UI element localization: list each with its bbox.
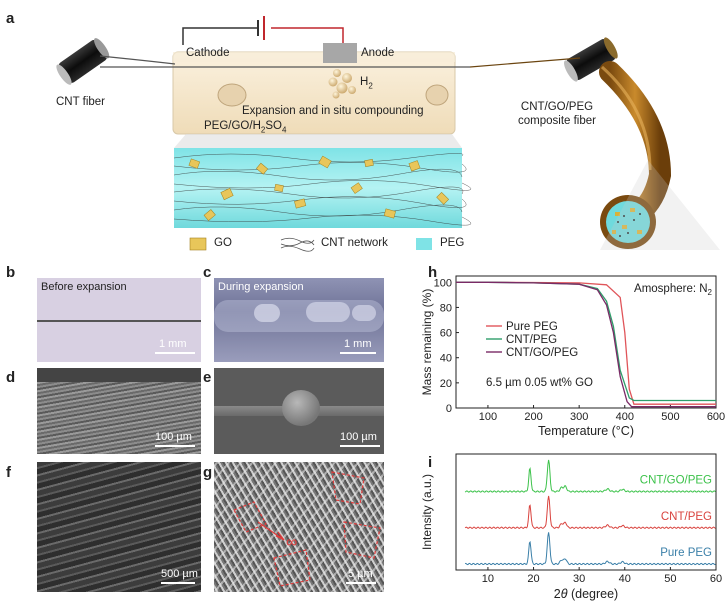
legend-cnt-label: CNT network bbox=[321, 237, 388, 249]
series-label: Pure PEG bbox=[660, 547, 712, 559]
panel-e-scale-label: 100 µm bbox=[340, 431, 377, 443]
series-line bbox=[464, 459, 716, 493]
panel-b-scalebar bbox=[155, 352, 195, 354]
panel-f-scale-label: 500 µm bbox=[161, 568, 198, 580]
plot-frame bbox=[455, 275, 717, 409]
x-tick-label: 600 bbox=[707, 411, 725, 423]
svg-text:∞: ∞ bbox=[286, 534, 297, 551]
panel-c-scalebar bbox=[340, 352, 376, 354]
xrd-chart: 10 20 30 40 50 60 2θ (degree) Intensity (a.u.) C… bbox=[420, 453, 722, 601]
series-label: CNT/GO/PEG bbox=[640, 475, 712, 487]
atmosphere-annotation: Amosphere: N2 bbox=[634, 283, 713, 297]
panel-d-letter: d bbox=[6, 369, 16, 386]
panel-i-letter: i bbox=[428, 454, 433, 471]
panel-f-scalebar bbox=[161, 582, 195, 584]
series-label: CNT/PEG bbox=[661, 511, 712, 523]
legend-label: Pure PEG bbox=[506, 321, 558, 333]
legend-go-label: GO bbox=[214, 237, 232, 249]
x-tick-label: 500 bbox=[661, 411, 679, 423]
panel-e-image: 100 µm bbox=[214, 368, 384, 454]
y-tick-label: 0 bbox=[446, 403, 452, 415]
panel-f-image: 500 µm bbox=[37, 462, 201, 592]
cnt-fiber-label: CNT fiber bbox=[56, 96, 105, 108]
x-tick-label: 60 bbox=[710, 573, 722, 585]
composite-label: CNT/GO/PEG composite fiber bbox=[518, 101, 596, 127]
x-tick-label: 20 bbox=[527, 573, 539, 585]
y-tick-label: 20 bbox=[440, 378, 452, 390]
x-tick-label: 200 bbox=[524, 411, 542, 423]
panel-b-image: Before expansion 1 mm bbox=[37, 278, 201, 362]
panel-d-scale-label: 100 µm bbox=[155, 431, 192, 443]
x-axis-label: 2θ (degree) bbox=[554, 587, 618, 601]
series-line bbox=[464, 495, 716, 529]
cathode-label: Cathode bbox=[186, 47, 230, 59]
y-axis-label: Mass remaining (%) bbox=[420, 289, 434, 396]
x-tick-label: 40 bbox=[619, 573, 631, 585]
sample-note: 6.5 µm 0.05 wt% GO bbox=[486, 377, 593, 389]
panel-e-letter: e bbox=[203, 369, 212, 386]
panel-c-letter: c bbox=[203, 264, 212, 281]
h2-label: H2 bbox=[360, 76, 373, 91]
panel-c-image: During expansion 1 mm bbox=[214, 278, 384, 362]
panel-a-letter: a bbox=[6, 10, 15, 27]
panel-b-scale-label: 1 mm bbox=[159, 338, 187, 350]
panel-f-letter: f bbox=[6, 464, 11, 481]
legend-label: CNT/GO/PEG bbox=[506, 347, 578, 359]
panel-d-scalebar bbox=[155, 445, 195, 447]
panel-a-schematic bbox=[56, 16, 720, 252]
plot-frame bbox=[455, 453, 717, 571]
electrolyte-label: PEG/GO/H2SO4 bbox=[204, 120, 287, 135]
x-tick-label: 50 bbox=[664, 573, 676, 585]
panel-b-title: Before expansion bbox=[41, 281, 127, 293]
legend-label: CNT/PEG bbox=[506, 334, 557, 346]
y-tick-label: 100 bbox=[434, 277, 452, 289]
x-tick-label: 30 bbox=[573, 573, 585, 585]
anode-label: Anode bbox=[361, 47, 395, 59]
panel-e-scalebar bbox=[340, 445, 380, 447]
y-tick-label: 60 bbox=[440, 328, 452, 340]
panel-c-scale-label: 1 mm bbox=[344, 338, 372, 350]
panel-c-title: During expansion bbox=[218, 281, 304, 293]
panel-g-image: ∞ 5 µm bbox=[214, 462, 384, 592]
x-tick-label: 400 bbox=[616, 411, 634, 423]
legend-peg-label: PEG bbox=[440, 237, 465, 249]
series-line bbox=[456, 281, 716, 408]
panel-d-image: 100 µm bbox=[37, 368, 201, 454]
tga-chart: 100 200 300 400 500 600 0 20 40 60 80 100Temperatur… bbox=[420, 275, 725, 438]
panel-b-letter: b bbox=[6, 264, 16, 281]
y-tick-label: 40 bbox=[440, 353, 452, 365]
x-tick-label: 10 bbox=[482, 573, 494, 585]
panel-g-scalebar bbox=[346, 582, 376, 584]
x-axis-label: Temperature (°C) bbox=[538, 424, 634, 438]
process-label: Expansion and in situ compounding bbox=[242, 105, 424, 117]
panel-g-scale-label: 5 µm bbox=[348, 568, 373, 580]
x-tick-label: 300 bbox=[570, 411, 588, 423]
y-tick-label: 80 bbox=[440, 302, 452, 314]
x-tick-label: 100 bbox=[479, 411, 497, 423]
panel-h-letter: h bbox=[428, 264, 438, 281]
panel-g-letter: g bbox=[203, 464, 213, 481]
series-line bbox=[464, 532, 716, 566]
y-axis-label: Intensity (a.u.) bbox=[420, 474, 434, 550]
